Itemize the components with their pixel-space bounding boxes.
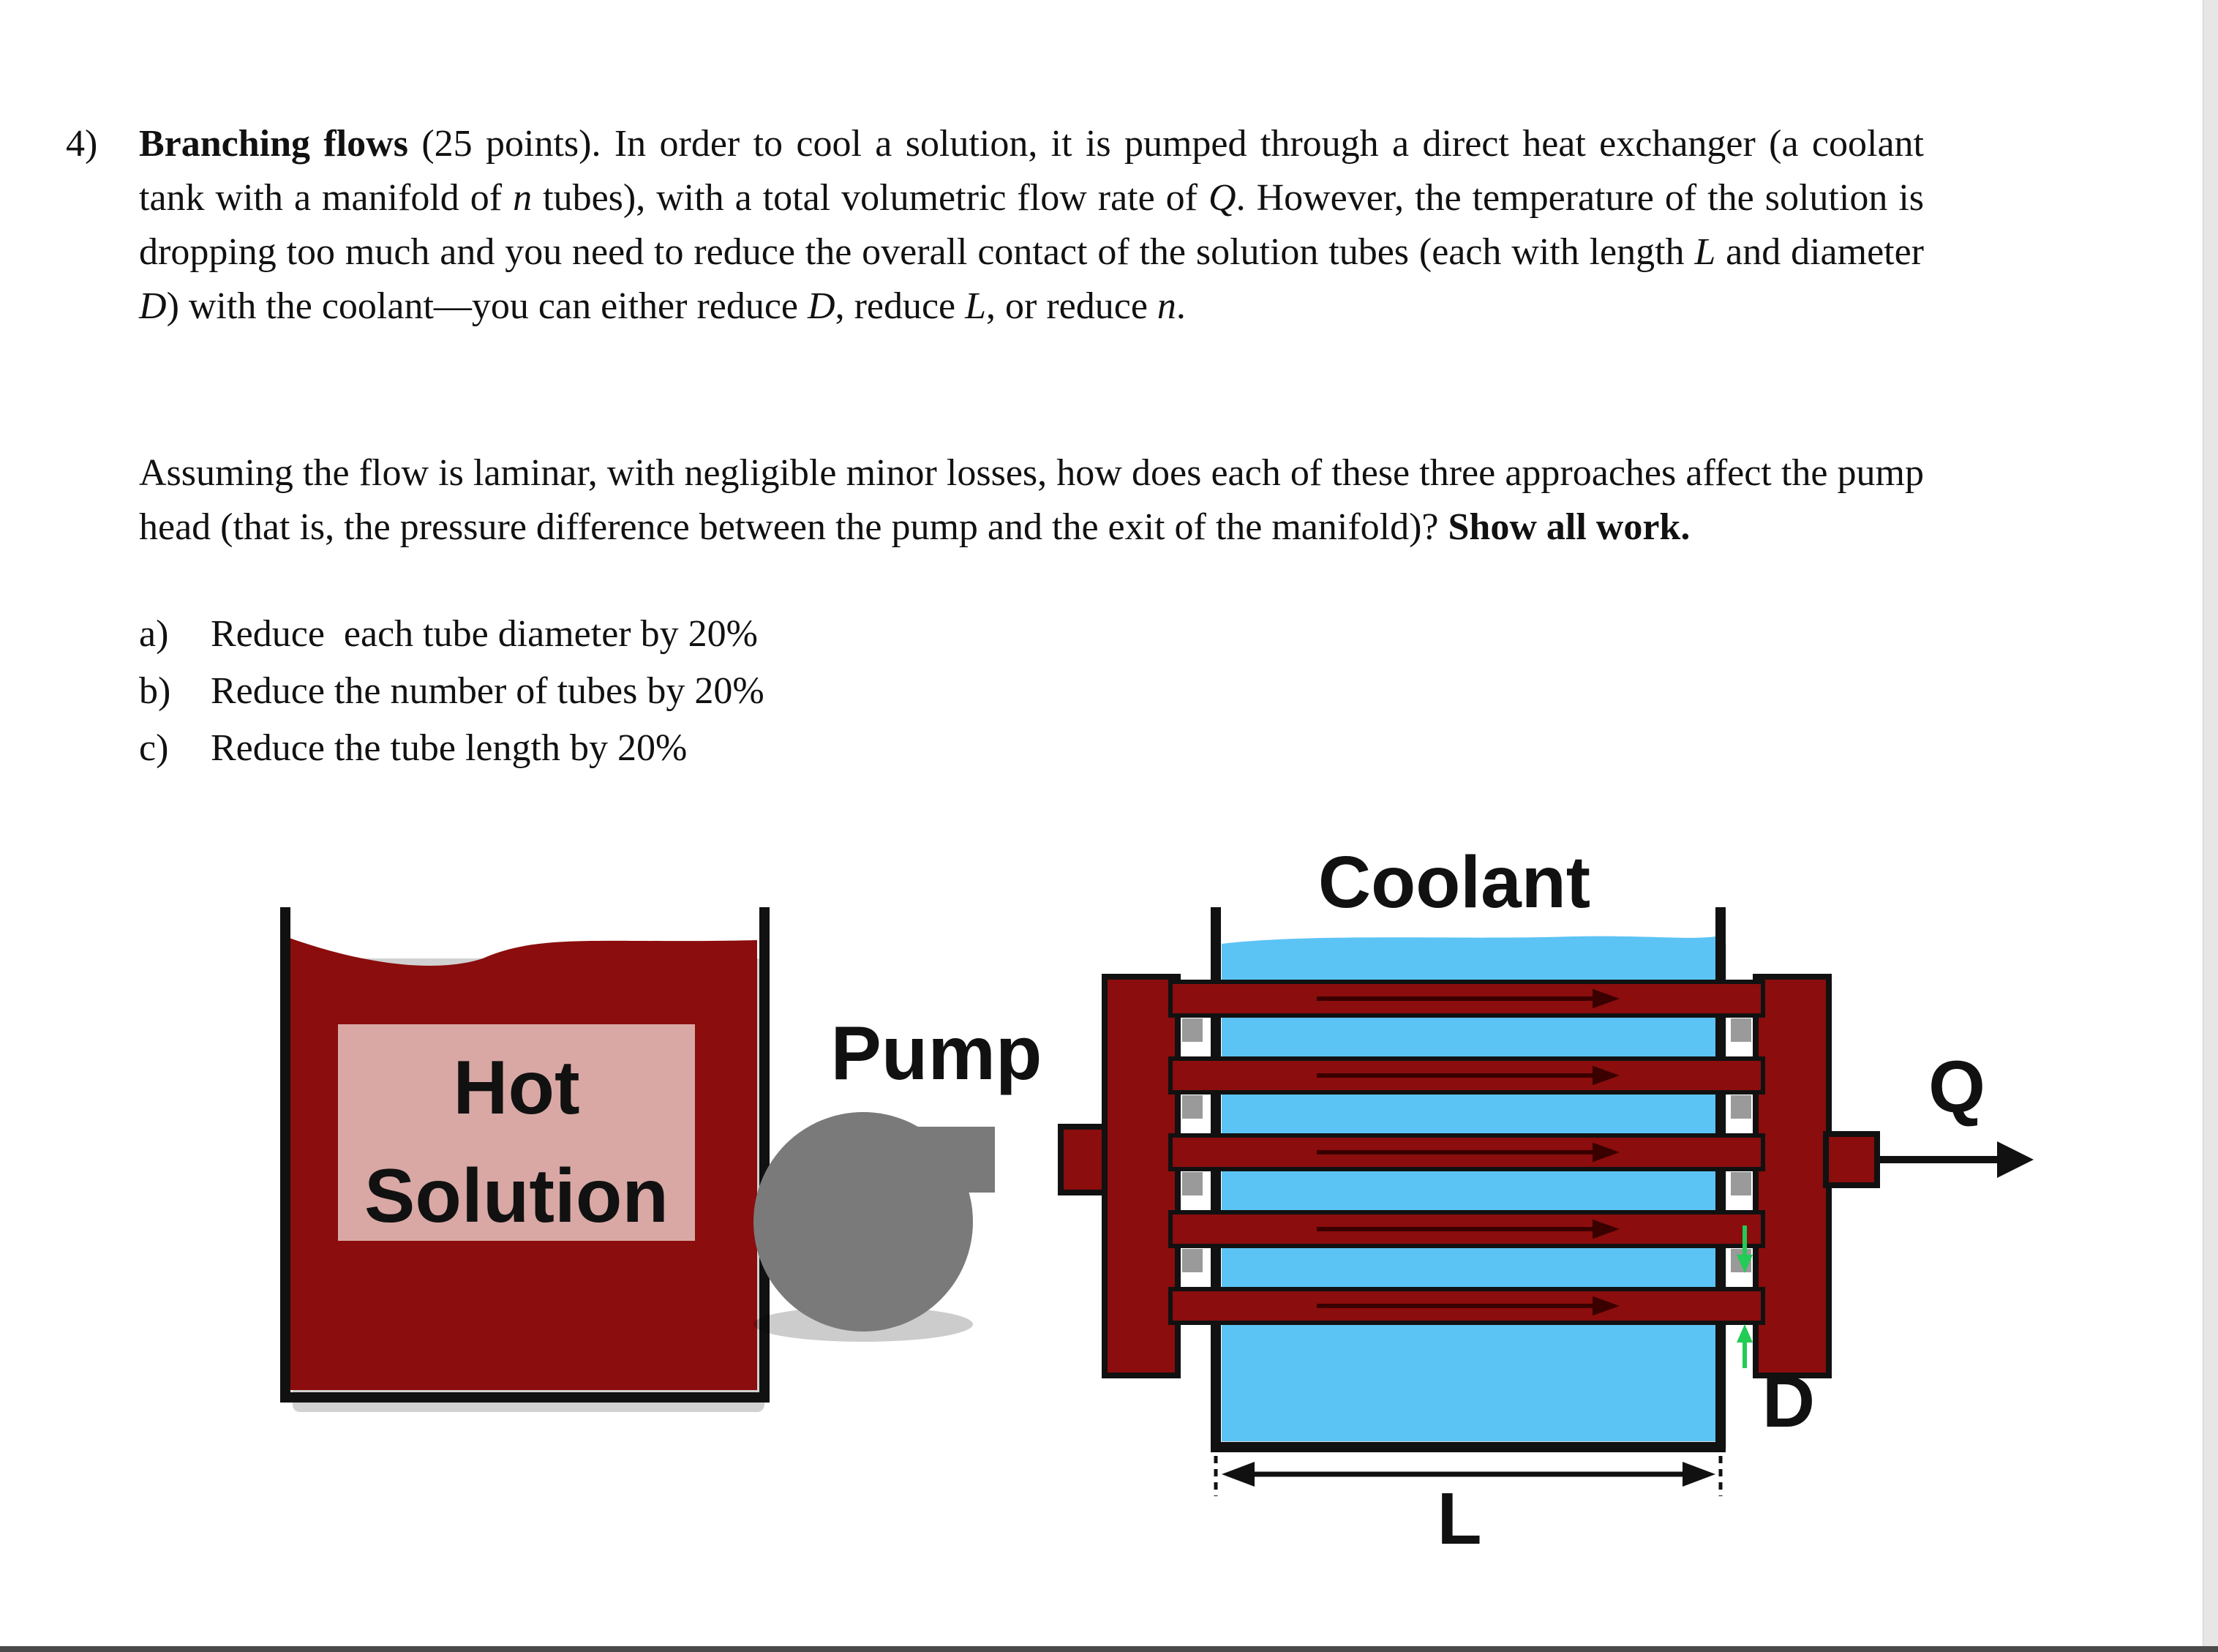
math-n: n: [513, 177, 533, 219]
outlet-nozzle: [1823, 1131, 1880, 1188]
bottom-border: [0, 1646, 2218, 1652]
heat-exchanger-diagram: Hot Solution Pump Coolant: [280, 841, 2034, 1544]
item-text: Reduce the tube length by 20%: [211, 727, 688, 769]
question-title: Branching flows: [139, 123, 408, 165]
tank-label-line1: Hot: [453, 1045, 579, 1130]
math-q: Q: [1208, 177, 1236, 219]
item-label: b): [139, 670, 171, 712]
length-label: L: [1437, 1478, 1481, 1544]
pump-body: [753, 1112, 973, 1332]
item-text: Reduce each tube diameter by 20%: [211, 613, 758, 655]
pump-label: Pump: [831, 1011, 1042, 1096]
prompt-text: Assuming the flow is laminar, with negli…: [139, 452, 1924, 548]
outflow-arrowhead: [1997, 1141, 2034, 1178]
hot-solution-tank: Hot Solution: [280, 907, 770, 1412]
item-text: Reduce the number of tubes by 20%: [211, 670, 764, 712]
intro-text: and diameter: [1715, 231, 1924, 273]
list-item: c) Reduce the tube length by 20%: [139, 721, 1309, 778]
item-label: c): [139, 727, 169, 769]
math-d: D: [139, 285, 167, 327]
intro-text: (25 points). In order to cool a solution…: [139, 123, 1924, 219]
pump: Pump: [753, 1011, 1042, 1342]
diameter-indicator: D: [1737, 1225, 1815, 1443]
length-indicator: L: [1214, 1456, 1723, 1544]
tube-bundle: [1168, 980, 1765, 1325]
tank-label-line2: Solution: [364, 1154, 669, 1239]
math-l: L: [965, 285, 987, 327]
diameter-label: D: [1762, 1361, 1815, 1443]
intro-text: . However, the temperature of the soluti…: [139, 177, 1925, 273]
math-l: L: [1694, 231, 1716, 273]
intro-text: , or reduce: [986, 285, 1157, 327]
outflow-label: Q: [1928, 1046, 1985, 1128]
intro-text: .: [1176, 285, 1186, 327]
inlet-manifold: [1102, 974, 1181, 1378]
tube: [1168, 1210, 1765, 1248]
math-n: n: [1157, 285, 1176, 327]
list-item: b) Reduce the number of tubes by 20%: [139, 664, 1309, 721]
outlet-manifold: [1753, 974, 1832, 1378]
prompt-paragraph: Assuming the flow is laminar, with negli…: [139, 446, 1924, 555]
intro-text: tubes), with a total volumetric flow rat…: [532, 177, 1208, 219]
tank-label-box: [338, 1024, 695, 1241]
intro-paragraph: Branching flows (25 points). In order to…: [139, 117, 1924, 334]
coolant-label: Coolant: [1318, 841, 1590, 923]
intro-text: ) with the coolant—you can either reduce: [166, 285, 808, 327]
answer-list: a) Reduce each tube diameter by 20% b) R…: [139, 607, 1309, 778]
intro-text: , reduce: [835, 285, 966, 327]
math-d: D: [808, 285, 835, 327]
list-item: a) Reduce each tube diameter by 20%: [139, 607, 1309, 664]
item-label: a): [139, 613, 169, 655]
question-number: 4): [66, 123, 98, 165]
prompt-bold: Show all work.: [1448, 506, 1691, 548]
scrollbar[interactable]: [2203, 0, 2218, 1652]
